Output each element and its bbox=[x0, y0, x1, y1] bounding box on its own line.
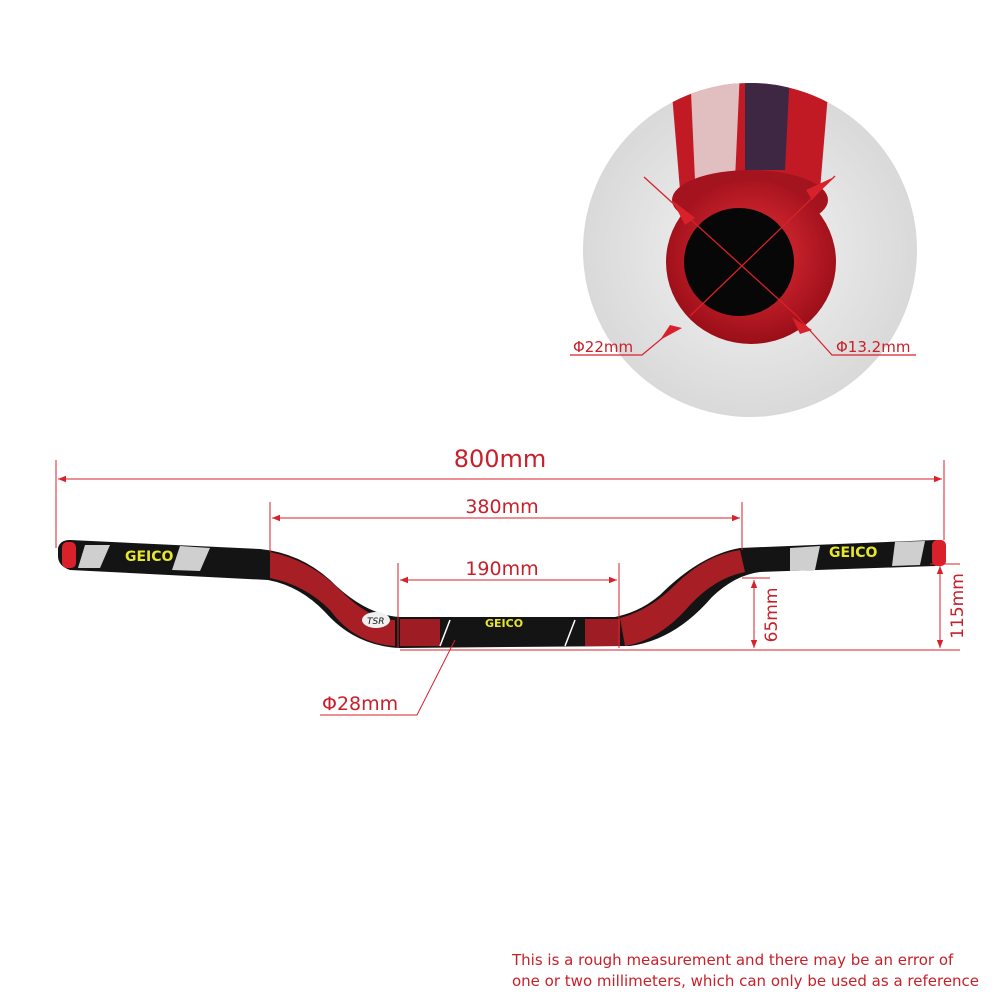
center-geico-logo: GEICO bbox=[485, 617, 523, 630]
dimension-800: 800mm bbox=[55, 445, 945, 548]
note-line-2: one or two millimeters, which can only b… bbox=[512, 972, 980, 990]
dimension-65: 65mm bbox=[400, 577, 960, 651]
rise-height-total-label: 115mm bbox=[948, 573, 968, 639]
left-geico-logo: GEICO bbox=[125, 549, 174, 565]
rise-height-inner-label: 65mm bbox=[762, 588, 782, 643]
note-line-1: This is a rough measurement and there ma… bbox=[512, 951, 954, 969]
center-diameter-label: Φ28mm bbox=[322, 693, 398, 715]
right-geico-logo: GEICO bbox=[829, 545, 878, 561]
dimension-115: 115mm bbox=[930, 563, 968, 648]
tsr-badge: TSR bbox=[367, 617, 384, 627]
dimension-380: 380mm bbox=[269, 496, 743, 552]
end-outer-diameter-label: Φ22mm bbox=[573, 338, 633, 356]
measurement-note: This is a rough measurement and there ma… bbox=[512, 950, 992, 992]
total-width-label: 800mm bbox=[454, 445, 547, 473]
bar-end-inset: Φ22mm Φ13.2mm bbox=[570, 83, 917, 417]
end-inner-diameter-label: Φ13.2mm bbox=[836, 338, 910, 356]
rise-width-label: 380mm bbox=[465, 496, 538, 518]
center-width-label: 190mm bbox=[465, 558, 538, 580]
dimension-diameter-28: Φ28mm bbox=[320, 639, 456, 716]
dimension-190: 190mm bbox=[397, 558, 620, 648]
handlebar: GEICO GEICO GEICO TSR bbox=[58, 540, 946, 648]
